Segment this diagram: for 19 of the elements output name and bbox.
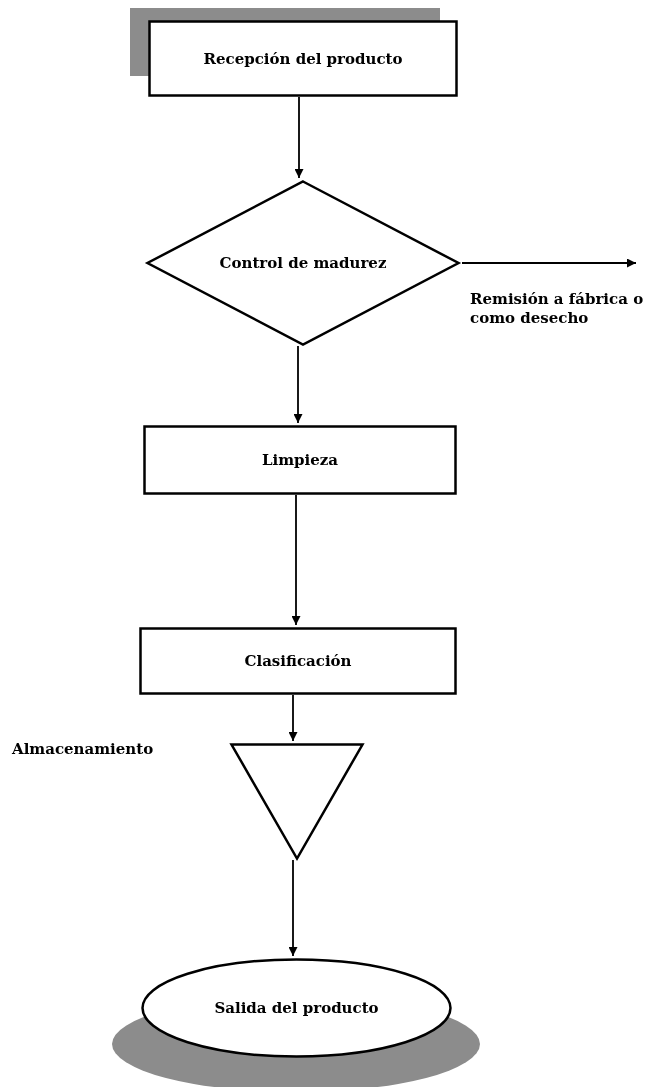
node-label: Salida del producto <box>214 999 379 1017</box>
node-label: Recepción del producto <box>203 49 403 68</box>
arrow <box>293 345 303 424</box>
decision-diamond <box>146 180 460 346</box>
outcome-text: Remisión a fábrica o como desecho <box>470 290 645 328</box>
node-label: Clasificación <box>244 652 352 670</box>
process-box <box>148 20 458 97</box>
node-label: Limpieza <box>261 451 339 469</box>
node-label: Control de madurez <box>219 254 387 272</box>
arrow <box>288 694 298 742</box>
process-box <box>143 425 457 495</box>
process-box <box>139 627 457 695</box>
terminal-ellipse <box>141 958 452 1058</box>
arrow <box>288 859 298 957</box>
outcome-text: Almacenamiento <box>12 740 154 759</box>
storage-triangle <box>230 743 364 860</box>
arrow <box>461 258 637 268</box>
arrow <box>294 96 304 179</box>
arrow <box>291 494 301 626</box>
